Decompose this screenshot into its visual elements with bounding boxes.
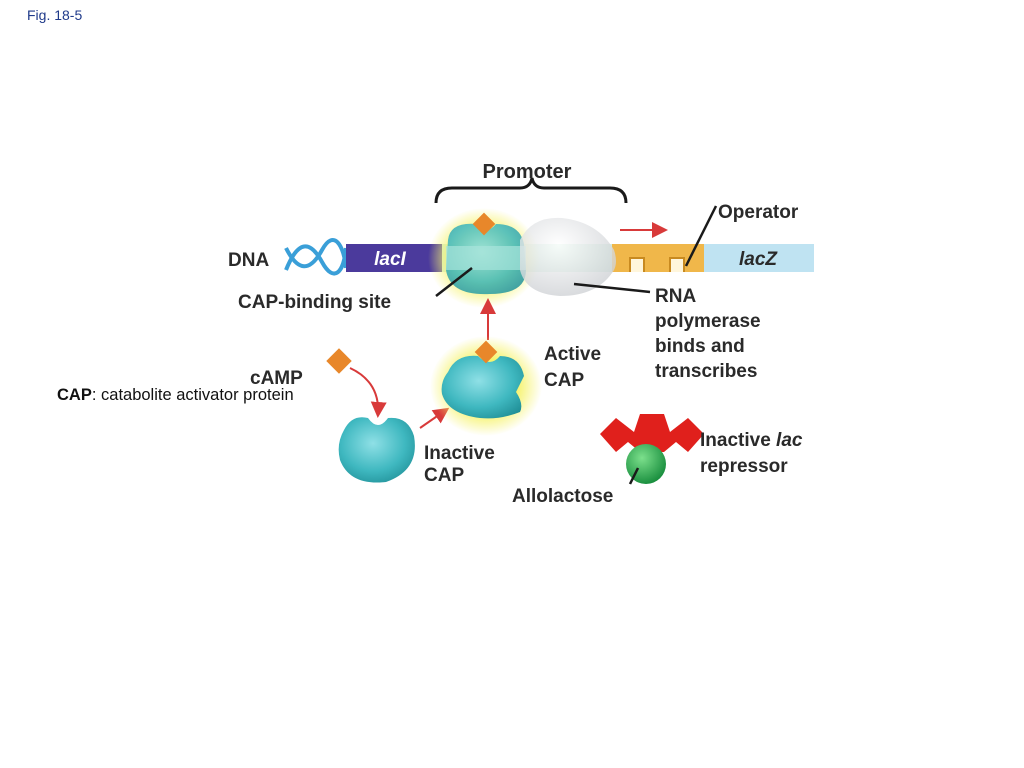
operator-pointer [684,205,718,267]
inactive-cap-line-2: CAP [424,465,464,486]
promoter-bracket [434,177,628,204]
rna-pol-line-3: binds and [655,336,745,357]
lacz-gene [704,244,814,272]
cap-definition-note: CAP: catabolite activator protein [57,384,294,407]
allolactose-label: Allolactose [512,486,613,507]
cap-definition-text: : catabolite activator protein [91,386,294,404]
inactive-repressor-line-2: repressor [700,456,788,477]
promoter-label: Promoter [483,161,572,183]
laci-label: lacI [374,249,406,270]
inactive-lac-repressor [600,414,704,452]
bound-cap-dna-overlay [446,246,526,270]
cap-binding-site-pointer [435,267,473,297]
laci-gene [346,244,442,272]
dna-helix [284,238,348,276]
camp-binding-arrow [349,367,387,418]
active-cap-line-2: CAP [544,370,584,391]
lacz-label: lacZ [739,249,778,270]
active-cap-line-1: Active [544,344,601,365]
inactive-repressor-italic: lac [776,430,803,451]
camp-label: cAMP [250,368,303,389]
rna-pol-line-1: RNA [655,286,696,307]
dna-label: DNA [228,250,269,271]
camp-diamond [326,348,352,374]
operator-label: Operator [718,202,799,223]
rna-pol-line-2: polymerase [655,311,761,332]
cap-term: CAP [57,386,92,404]
rna-polymerase [520,217,616,296]
allolactose-pointer [628,467,640,485]
inactive-cap-protein [338,417,415,483]
active-camp-diamond [474,340,498,364]
figure-label: Fig. 18-5 [27,7,83,23]
rna-polymerase-label: RNA polymerase binds and transcribes [655,286,766,382]
inactive-cap-label: Inactive CAP [424,443,500,486]
active-cap-protein [441,355,524,419]
inactive-cap-line-1: Inactive [424,443,495,464]
rna-polymerase-pointer [573,282,651,294]
inactive-repressor-label: Inactive lac repressor [700,430,808,477]
operator-notches [629,257,685,272]
rna-pol-line-4: transcribes [655,361,757,382]
inactive-repressor-prefix: Inactive [700,430,776,451]
active-cap-label: Active CAP [544,344,606,391]
cap-binding-site-label: CAP-binding site [238,292,391,313]
